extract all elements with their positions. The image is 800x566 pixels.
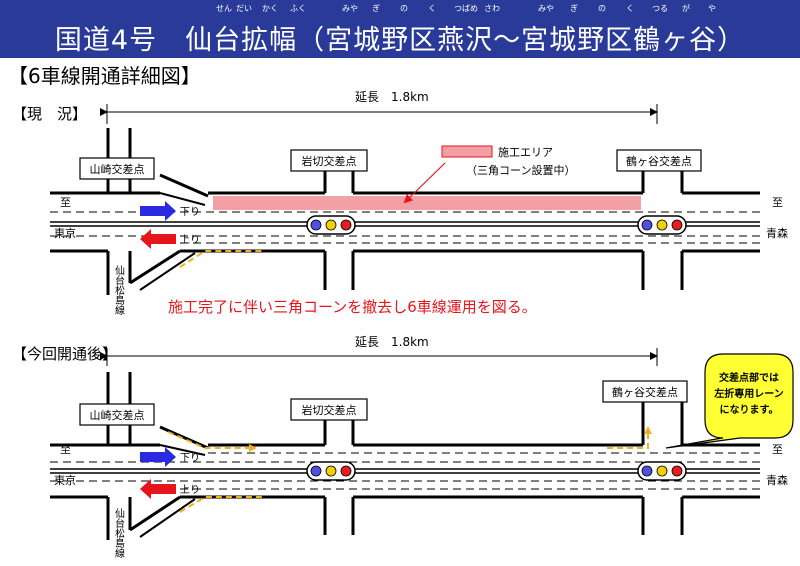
signal-yellow-lamp xyxy=(656,219,668,231)
title-ruby-reading: かく xyxy=(262,4,278,13)
intersection-box-tsurugaya xyxy=(602,380,688,403)
intersection-label-yamazaki: 山崎交差点 xyxy=(90,408,145,422)
up-lane-label: 上り xyxy=(180,234,200,246)
title-ruby-reading: ぎ xyxy=(570,4,578,13)
intersection-box-yamazaki xyxy=(79,403,155,426)
left-direction-to: 至 xyxy=(60,196,71,209)
ramp-edge xyxy=(129,249,181,285)
left-turn-guide-dashed xyxy=(607,426,652,449)
up-direction-arrow xyxy=(140,229,176,249)
legend-pointer-arrow xyxy=(403,162,446,204)
title-ruby-reading: つばめ xyxy=(454,4,478,13)
intersection-box-iwakiri xyxy=(290,149,368,172)
right-direction-place: 青森 xyxy=(766,473,788,487)
down-lane-label: 下り xyxy=(180,206,200,218)
title-ruby-reading: が xyxy=(682,4,690,13)
panel-after: 延長 1.8km 山崎交差点 xyxy=(50,335,794,558)
title-ruby-reading: の xyxy=(400,4,408,13)
intersection-label-tsurugaya: 鶴ヶ谷交差点 xyxy=(626,154,692,168)
intersection-label-iwakiri: 岩切交差点 xyxy=(302,154,357,168)
legend-title: 施工エリア xyxy=(498,146,553,159)
legend-note: （三角コーン設置中） xyxy=(466,163,575,177)
title-ruby-reading: みや xyxy=(342,4,358,13)
down-direction-arrow xyxy=(140,447,176,467)
right-direction-to: 至 xyxy=(772,196,783,209)
down-lane-label: 下り xyxy=(180,452,200,464)
callout-bubble xyxy=(665,353,794,449)
title-ruby-reading: ぎ xyxy=(372,4,380,13)
title-banner xyxy=(0,0,800,58)
title-ruby-reading: みや xyxy=(538,4,554,13)
work-area-band xyxy=(213,196,641,210)
section-current-label: 【現 況】 xyxy=(12,105,88,123)
title-ruby-reading: だい xyxy=(236,4,252,13)
title-ruby-reading: ふく xyxy=(290,4,306,13)
ramp-edge xyxy=(159,173,209,198)
ramp-edge xyxy=(129,495,181,532)
legend-swatch xyxy=(441,145,493,158)
intersection-box-iwakiri xyxy=(290,398,368,421)
title-ruby-reading: の xyxy=(598,4,606,13)
intersection-label-iwakiri: 岩切交差点 xyxy=(302,403,357,417)
intersection-label-tsurugaya: 鶴ヶ谷交差点 xyxy=(612,385,678,399)
right-direction-place: 青森 xyxy=(766,226,788,240)
intersection-box-tsurugaya xyxy=(616,149,702,172)
title-ruby-reading: せん xyxy=(216,4,232,13)
down-direction-arrow xyxy=(140,201,176,221)
merge-guide-dashed xyxy=(179,250,262,268)
notice-text: 施工完了に伴い三角コーンを撤去し6車線運用を図る。 xyxy=(168,298,537,316)
up-lane-label: 上り xyxy=(180,484,200,496)
left-direction-place: 東京 xyxy=(54,473,76,487)
title-ruby-reading: や xyxy=(708,4,716,13)
title-ruby-reading: さわ xyxy=(484,4,500,13)
left-direction-place: 東京 xyxy=(54,226,76,240)
distance-label: 延長 1.8km xyxy=(355,335,429,349)
signal-red-lamp xyxy=(340,219,352,231)
signal-blue-lamp xyxy=(641,465,653,477)
signal-blue-lamp xyxy=(310,219,322,231)
bypass-label: 仙台松島線 xyxy=(113,507,125,558)
diagram-heading: 【6車線開通詳細図】 xyxy=(8,64,201,88)
page-title: 国道4号 仙台拡幅（宮城野区燕沢～宮城野区鶴ヶ谷） xyxy=(54,25,746,56)
signal-yellow-lamp xyxy=(656,465,668,477)
ramp-edge xyxy=(139,498,196,538)
intersection-label-yamazaki: 山崎交差点 xyxy=(90,162,145,176)
signal-red-lamp xyxy=(671,219,683,231)
callout-line-1: 交差点部では xyxy=(719,371,779,384)
signal-blue-lamp xyxy=(310,465,322,477)
bypass-label: 仙台松島線 xyxy=(113,264,125,315)
callout-line-3: になります。 xyxy=(720,404,779,416)
signal-blue-lamp xyxy=(641,219,653,231)
diverge-guide-dashed xyxy=(167,431,257,452)
section-after-label: 【今回開通後】 xyxy=(12,345,118,363)
signal-red-lamp xyxy=(340,465,352,477)
ramp-edge xyxy=(159,444,206,456)
ramp-edge xyxy=(139,252,196,291)
signal-yellow-lamp xyxy=(325,219,337,231)
callout-line-2: 左折専用レーン xyxy=(713,387,784,400)
title-ruby-reading: く xyxy=(626,4,634,13)
right-direction-to: 至 xyxy=(772,443,783,456)
merge-guide-dashed xyxy=(179,496,262,513)
title-ruby-reading: つる xyxy=(652,4,668,13)
ramp-edge xyxy=(159,192,206,206)
distance-label: 延長 1.8km xyxy=(355,90,429,104)
left-direction-to: 至 xyxy=(60,443,71,456)
ramp-edge xyxy=(159,425,209,450)
signal-red-lamp xyxy=(671,465,683,477)
panel-current: 延長 1.8km xyxy=(50,90,788,315)
up-direction-arrow xyxy=(140,479,176,499)
title-ruby-reading: く xyxy=(428,4,436,13)
intersection-box-yamazaki xyxy=(79,157,155,180)
signal-yellow-lamp xyxy=(325,465,337,477)
